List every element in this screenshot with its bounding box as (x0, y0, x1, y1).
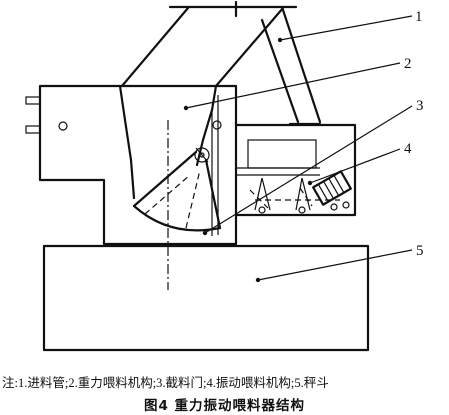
legend-note: 注:1.进料管;2.重力喂料机构;3.截料门;4.振动喂料机构;5.秤斗 (2, 376, 329, 390)
weighing-hopper (42, 244, 370, 352)
leader-dots (183, 37, 313, 283)
top-flange (168, 0, 298, 18)
cutoff-gate (132, 147, 222, 232)
callout-2: 2 (404, 56, 412, 72)
callout-5: 5 (416, 243, 424, 259)
gravity-feeder-housing (25, 84, 238, 246)
callout-3: 3 (416, 98, 424, 114)
vibration-feeder (234, 122, 357, 217)
callout-1: 1 (415, 9, 423, 25)
figure-caption: 图4 重力振动喂料器结构 (143, 398, 306, 414)
callout-4: 4 (404, 141, 412, 157)
leader-lines (185, 15, 413, 281)
feed-pipe (118, 6, 322, 200)
